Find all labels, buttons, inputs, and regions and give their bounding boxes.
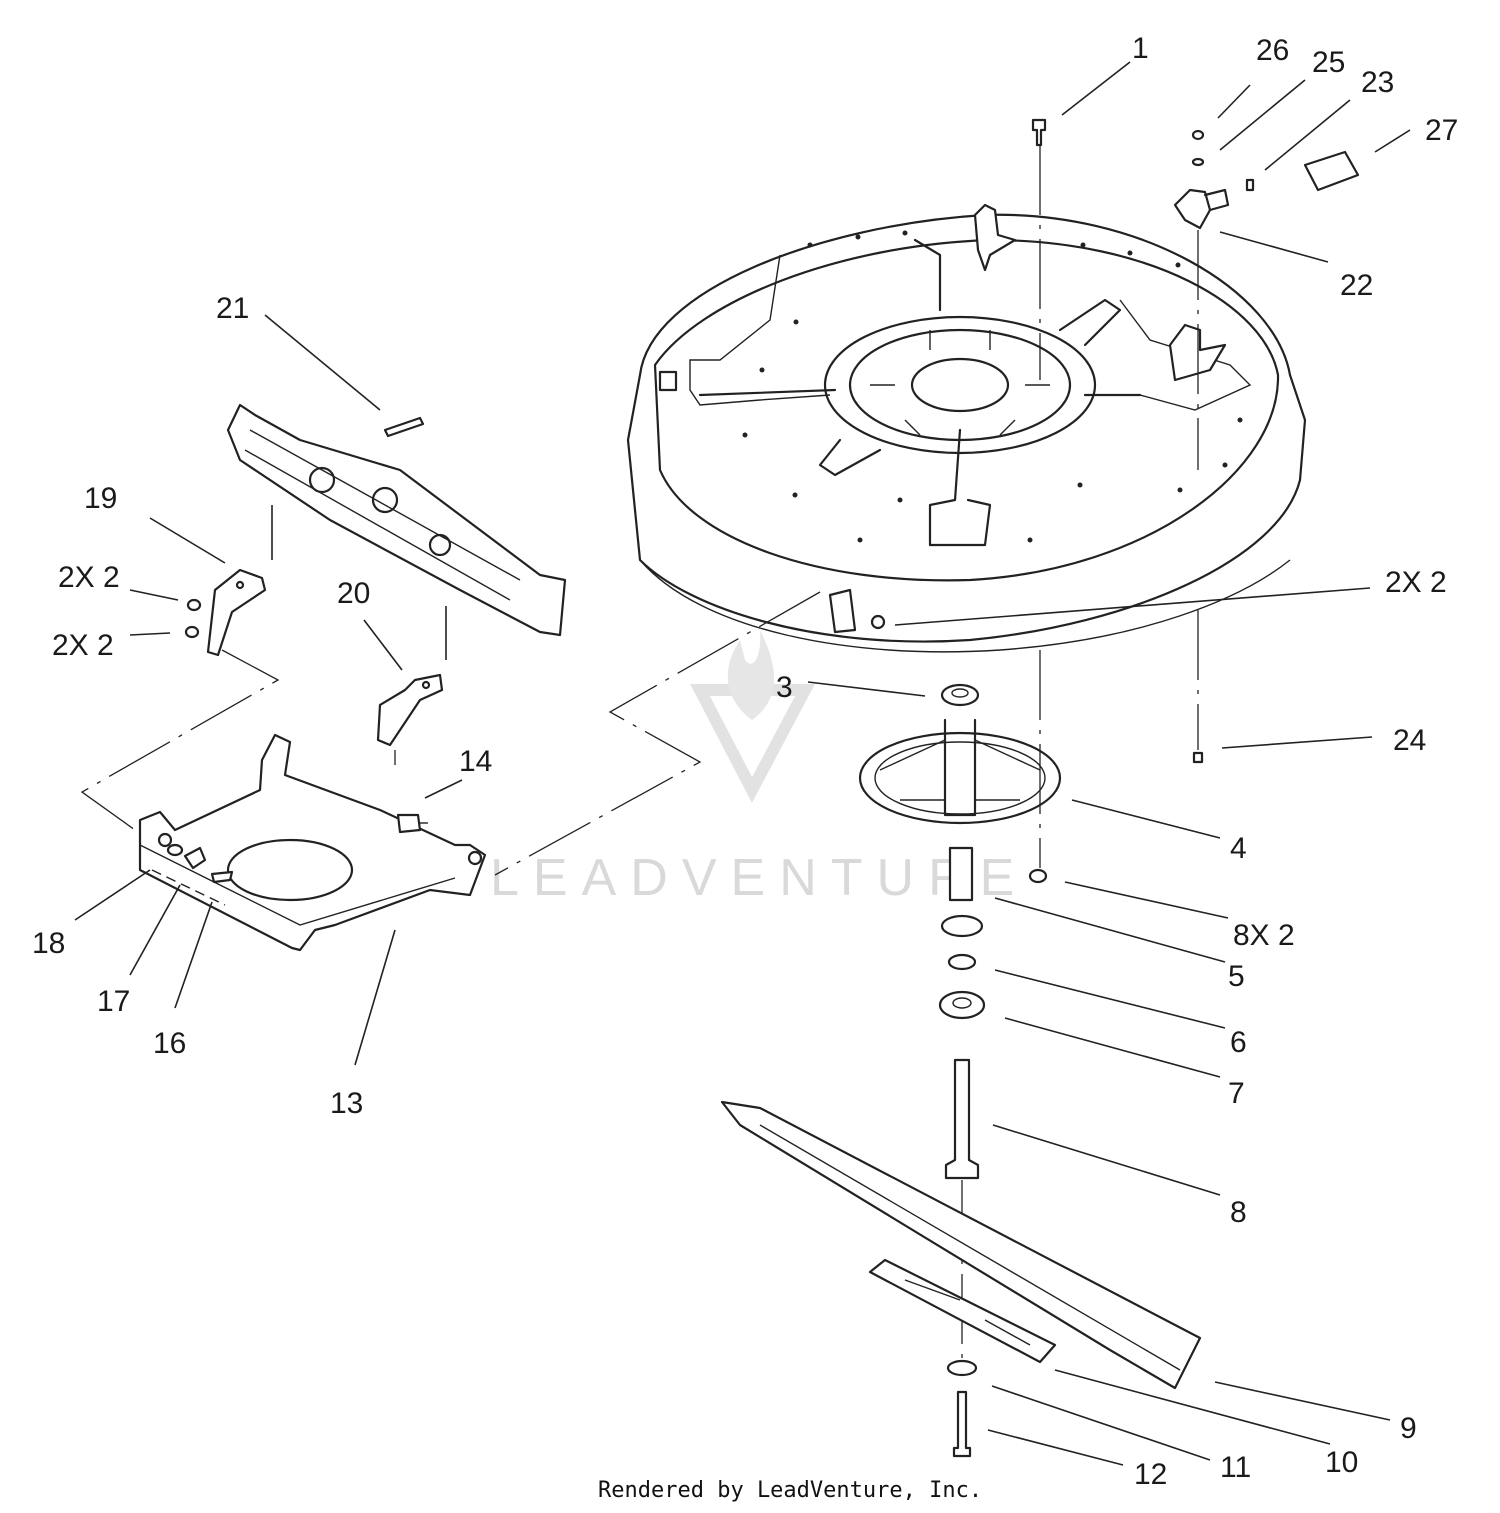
callout-19: 19	[84, 482, 117, 515]
callout-9: 9	[1400, 1412, 1417, 1445]
callout-27: 27	[1425, 114, 1458, 147]
callout-6: 6	[1230, 1026, 1247, 1059]
callout-4: 4	[1230, 832, 1247, 865]
callout-14: 14	[459, 745, 492, 778]
callout-2x2-a: 2X 2	[58, 561, 120, 594]
callout-17: 17	[97, 985, 130, 1018]
lift-arm-assembly	[80, 403, 821, 876]
callout-labels: 1 26 25 23 27 22 21 19 2X 2 2X 2 20 2X 2…	[32, 32, 1458, 1491]
callout-8x2: 8X 2	[1233, 919, 1295, 952]
watermark-text: LEADVENTURE	[490, 849, 1028, 907]
callout-26: 26	[1256, 34, 1289, 67]
watermark-logo: LEADVENTURE	[490, 630, 1028, 907]
callout-23: 23	[1361, 66, 1394, 99]
footer-credit: Rendered by LeadVenture, Inc.	[598, 1478, 982, 1503]
blade-assembly	[720, 1100, 1202, 1458]
callout-24: 24	[1393, 724, 1426, 757]
callout-25: 25	[1312, 46, 1345, 79]
callout-2x2-b: 2X 2	[52, 629, 114, 662]
callout-20: 20	[337, 577, 370, 610]
leader-lines	[74, 61, 1411, 1466]
callout-11: 11	[1220, 1451, 1251, 1484]
callout-2x2-c: 2X 2	[1385, 566, 1447, 599]
callout-12: 12	[1134, 1458, 1167, 1491]
callout-21: 21	[216, 292, 249, 325]
callout-16: 16	[153, 1027, 186, 1060]
callout-5: 5	[1228, 960, 1245, 993]
callout-7: 7	[1228, 1077, 1245, 1110]
spindle-assembly	[858, 650, 1062, 1360]
callout-8: 8	[1230, 1196, 1247, 1229]
callout-1: 1	[1132, 32, 1149, 65]
callout-18: 18	[32, 927, 65, 960]
callout-10: 10	[1325, 1446, 1358, 1479]
callout-3: 3	[776, 671, 793, 704]
mounting-bracket	[138, 733, 487, 952]
parts-upper-right	[1031, 118, 1360, 764]
callout-13: 13	[330, 1087, 363, 1120]
mower-deck	[626, 203, 1307, 653]
callout-22: 22	[1340, 269, 1373, 302]
